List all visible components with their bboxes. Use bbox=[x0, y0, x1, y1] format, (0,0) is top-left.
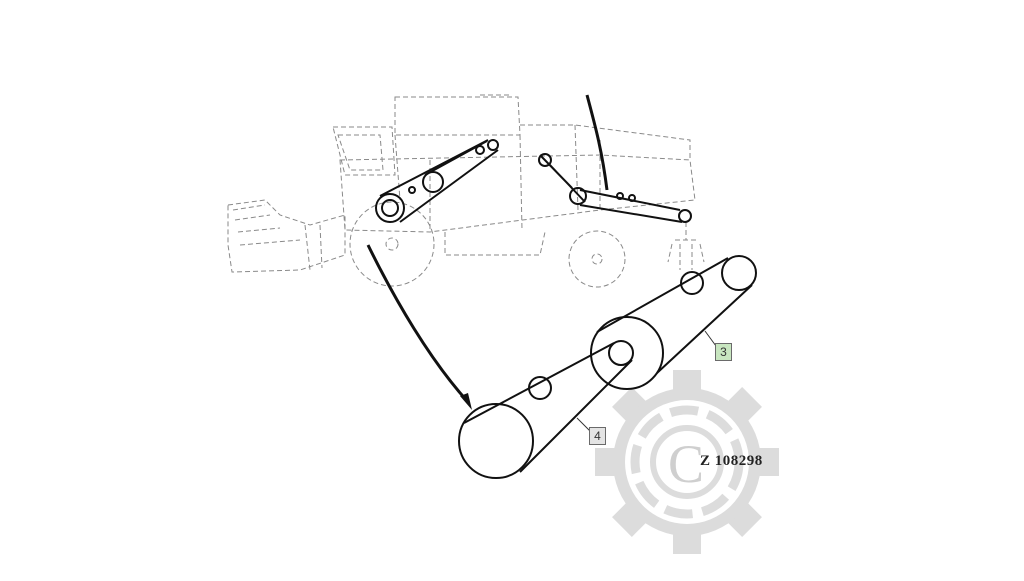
arrow-head-icon bbox=[460, 393, 472, 410]
harvester-drive-belts bbox=[375, 139, 692, 223]
callout-4-bg bbox=[589, 427, 605, 444]
belt-3 bbox=[590, 255, 757, 390]
callout-3-bg bbox=[715, 343, 731, 360]
callout-label-4: 4 bbox=[589, 427, 606, 445]
combine-harvester-sketch bbox=[227, 94, 705, 288]
reference-code: Z 108298 bbox=[700, 453, 763, 469]
belt-4 bbox=[458, 340, 634, 479]
callout-leaders bbox=[576, 330, 717, 432]
watermark-glyph: C bbox=[668, 434, 704, 494]
leader-lines bbox=[366, 94, 609, 404]
watermark-gear-icon: C bbox=[595, 370, 779, 554]
callout-label-3: 3 bbox=[715, 343, 732, 361]
